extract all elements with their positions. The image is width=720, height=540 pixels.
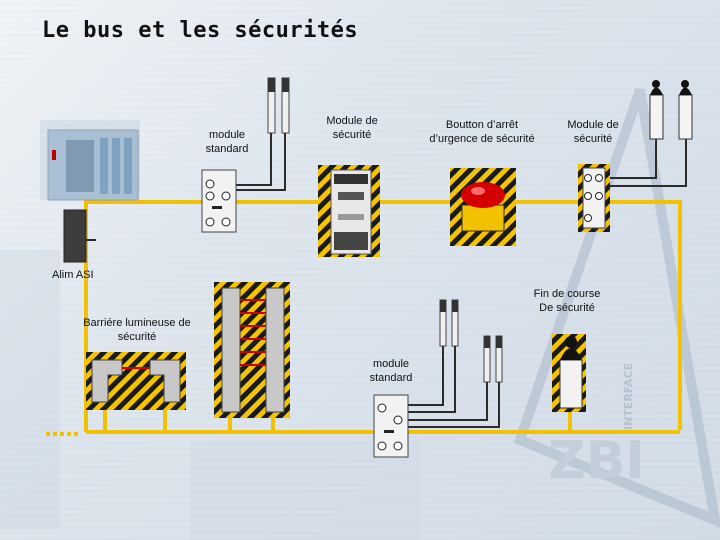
- module-securite-2-device: [578, 164, 610, 232]
- label-line: Module de: [567, 119, 619, 131]
- safety-light-grid-device: [214, 282, 290, 418]
- label-line: sécurité: [332, 129, 372, 141]
- label-module-standard-top: module standard: [192, 128, 262, 156]
- label-line: Boutton d’arrêt: [445, 119, 519, 131]
- emergency-stop-device: [450, 168, 516, 246]
- fin-de-course-device: [552, 334, 586, 412]
- alim-asi-device: [63, 209, 96, 263]
- label-line: Barriére lumineuse de: [83, 317, 191, 329]
- label-line: standard: [369, 372, 413, 384]
- label-line: module: [372, 358, 410, 370]
- label-line: Module de: [326, 115, 378, 127]
- label-line: sécurité: [117, 331, 157, 343]
- zbi-interface-watermark-text: INTERFACE: [622, 362, 635, 430]
- label-module-securite-2: Module de sécurité: [556, 118, 630, 146]
- label-fin-de-course: Fin de course De sécurité: [522, 287, 612, 315]
- zbi-logo-watermark: ZBI: [513, 88, 720, 528]
- label-line: module: [208, 129, 246, 141]
- label-line: sécurité: [573, 133, 613, 145]
- module-standard-bottom-device: [373, 394, 409, 458]
- module-standard-bottom-sensors: [408, 299, 503, 428]
- label-barriere-lumineuse: Barriére lumineuse de sécurité: [74, 316, 200, 344]
- plc-rack: [47, 129, 139, 201]
- label-line: d’urgence de sécurité: [429, 133, 535, 145]
- label-bouton-arret-urgence: Boutton d’arrêt d’urgence de sécurité: [412, 118, 552, 146]
- label-alim-asi: Alim ASI: [52, 269, 94, 281]
- label-line: Fin de course: [533, 288, 601, 300]
- module-standard-top-sensor: [236, 77, 290, 191]
- label-line: standard: [205, 143, 249, 155]
- module-securite-1-device: [318, 165, 380, 257]
- label-line: De sécurité: [539, 302, 595, 314]
- svg-text:ZBI: ZBI: [548, 431, 645, 491]
- module-securite-2-sensors: [608, 80, 693, 187]
- page-title: Le bus et les sécurités: [42, 18, 359, 43]
- label-module-securite-1: Module de sécurité: [312, 114, 392, 142]
- label-module-standard-bottom: module standard: [358, 357, 424, 385]
- barriere-lumineuse-device: [86, 352, 186, 410]
- module-standard-top-device: [201, 169, 237, 233]
